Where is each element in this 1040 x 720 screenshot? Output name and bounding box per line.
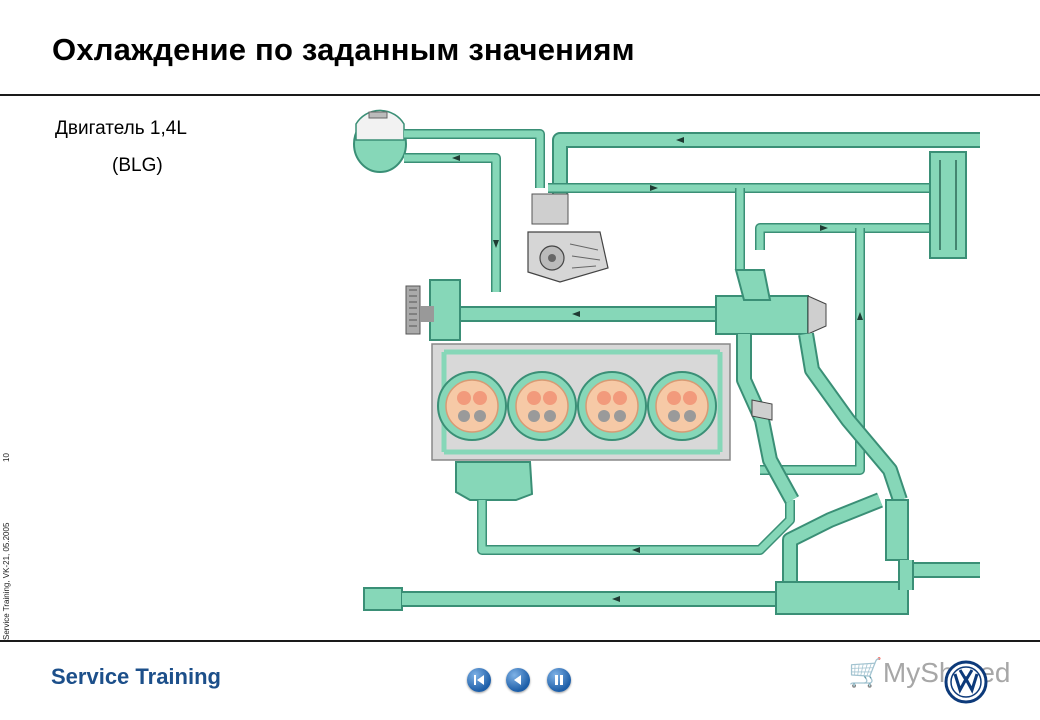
brand-logo [944,660,988,704]
thermostat-housing [715,269,827,335]
flow-arrows [452,137,863,602]
cylinder-1 [437,371,507,441]
heater-core [929,151,967,259]
coolant-pump [527,193,609,283]
upper-coolant-lines [404,129,980,578]
page-number: 10 [2,453,11,462]
cylinder-head-outlet [405,279,740,341]
footer-divider [0,640,1040,642]
oil-cooler [455,461,795,555]
rewind-icon [474,675,484,685]
cart-icon: 🛒 [848,657,883,688]
cooling-system-diagram: .p { fill:none; stroke:#3a8f76; stroke-w… [353,109,980,615]
play-left-icon [514,675,521,685]
footer-brand: Service Training [51,664,221,689]
first-slide-button[interactable] [467,668,491,692]
pause-icon [555,675,563,685]
title-divider [0,94,1040,96]
radiator-hoses [736,332,908,590]
bottom-return-line [363,499,914,615]
cylinder-3 [577,371,647,441]
cylinder-4 [647,371,717,441]
slide-title: Охлаждение по заданным значениям [52,32,635,67]
engine-code-label: (BLG) [112,155,163,176]
pause-button[interactable] [547,668,571,692]
side-note: Service Training, VK-21, 05.2005 [2,522,11,640]
previous-slide-button[interactable] [506,668,530,692]
engine-block [431,343,731,461]
engine-label: Двигатель 1,4L [55,118,187,139]
cylinder-2 [507,371,577,441]
expansion-tank [353,109,407,173]
